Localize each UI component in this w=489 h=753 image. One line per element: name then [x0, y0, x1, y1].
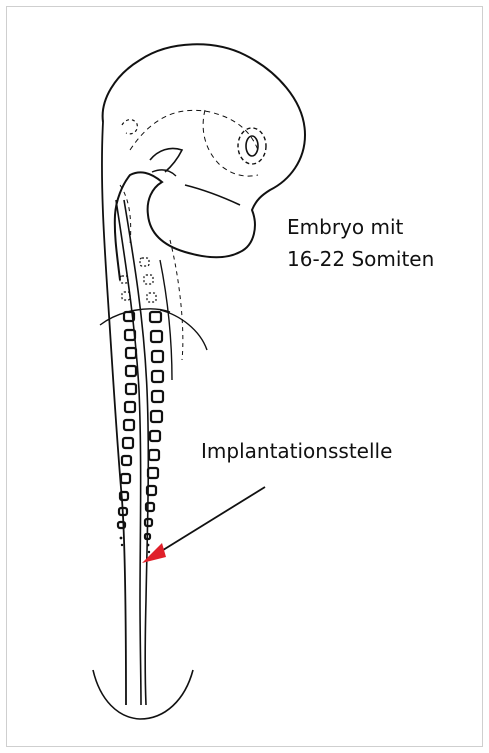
embryo-label-line2: 16-22 Somiten	[287, 244, 434, 274]
implantation-label: Implantationsstelle	[201, 436, 392, 466]
head-outline	[103, 44, 305, 280]
brain-dashed-1	[130, 110, 258, 150]
eye-outer	[238, 128, 266, 164]
implantation-arrow-shaft	[155, 487, 265, 555]
caudal-curve	[93, 670, 193, 719]
heart-bulge-line	[185, 185, 240, 205]
embryo-label-line1: Embryo mit	[287, 212, 403, 242]
brain-dashed-2	[203, 110, 258, 176]
otic-vesicle	[122, 120, 137, 134]
pharyngeal-arch-2	[152, 170, 176, 176]
implantation-arrow-head	[142, 543, 166, 563]
pharyngeal-arch	[150, 148, 182, 172]
body-right-dashed	[170, 240, 183, 360]
amnion-fold-right	[160, 310, 207, 350]
somites-right	[140, 258, 163, 539]
body-left-outline	[102, 122, 126, 705]
